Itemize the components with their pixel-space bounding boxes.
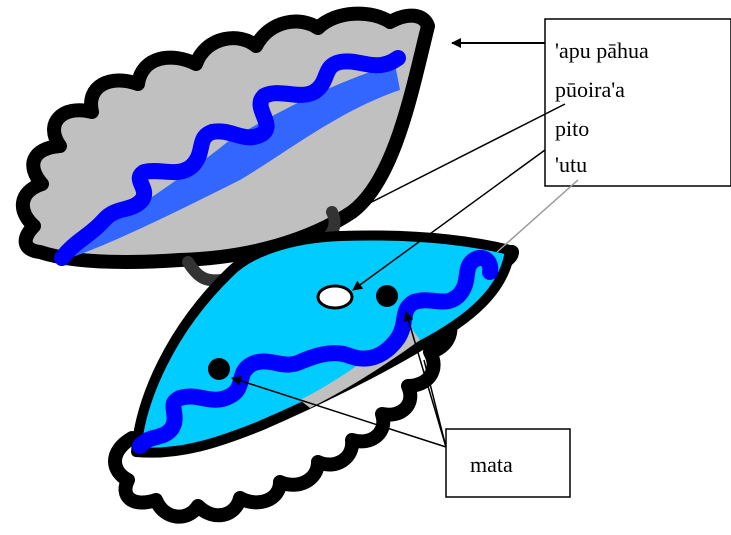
eye-spot <box>208 358 230 380</box>
label-line: 'utu <box>555 152 587 177</box>
eye-spot <box>376 285 398 307</box>
label-line: pūoira'a <box>555 77 625 102</box>
label-line: pito <box>555 116 589 141</box>
label-box-bottom-text: mata <box>470 452 513 477</box>
pointer-line-mantle-edge <box>497 180 578 252</box>
label-line: 'apu pāhua <box>555 38 649 63</box>
siphon <box>318 286 352 308</box>
